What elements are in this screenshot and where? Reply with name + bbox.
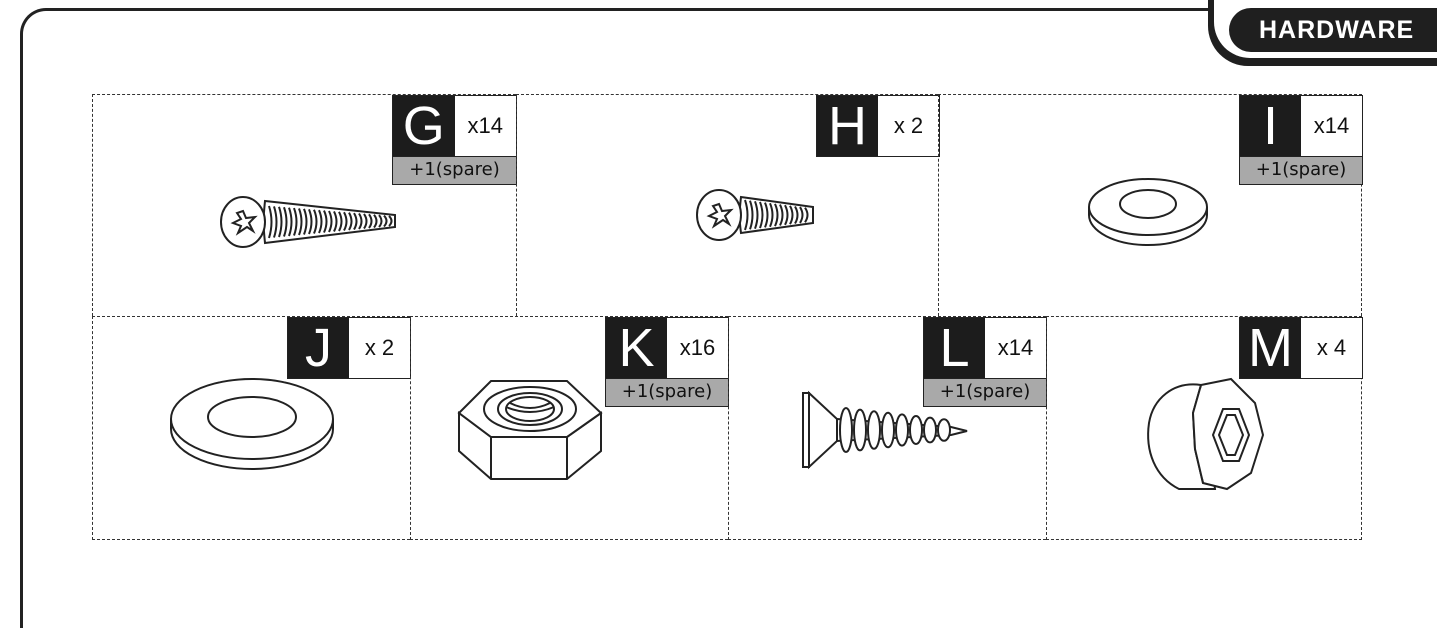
spare-label: +1(spare) (392, 157, 517, 185)
part-quantity: x16 (679, 335, 716, 360)
part-quantity: x14 (1313, 113, 1350, 138)
spare-label: +1(spare) (923, 379, 1047, 407)
part-quantity: x 2 (893, 113, 924, 138)
part-quantity: x14 (997, 335, 1034, 360)
part-letter: M (1240, 318, 1301, 378)
spare-label: +1(spare) (605, 379, 729, 407)
short-screw-icon (696, 189, 814, 241)
part-letter: J (288, 318, 349, 378)
part-quantity: x14 (467, 113, 503, 138)
part-letter: I (1240, 96, 1301, 156)
cap-nut-icon (1147, 377, 1265, 491)
header-tab-label: HARDWARE (1229, 8, 1437, 52)
part-letter: L (924, 318, 985, 378)
long-screw-icon (220, 196, 396, 248)
part-letter: K (606, 318, 667, 378)
spare-label: +1(spare) (1239, 157, 1363, 185)
part-quantity: x 2 (364, 335, 395, 360)
small-washer-icon (1088, 178, 1208, 246)
large-washer-icon (170, 378, 334, 470)
part-letter: G (393, 96, 455, 156)
part-letter: H (817, 96, 878, 156)
wood-screw-icon (802, 390, 968, 470)
hex-nut-icon (457, 380, 603, 480)
part-quantity: x 4 (1316, 335, 1347, 360)
page-frame (20, 8, 1437, 628)
